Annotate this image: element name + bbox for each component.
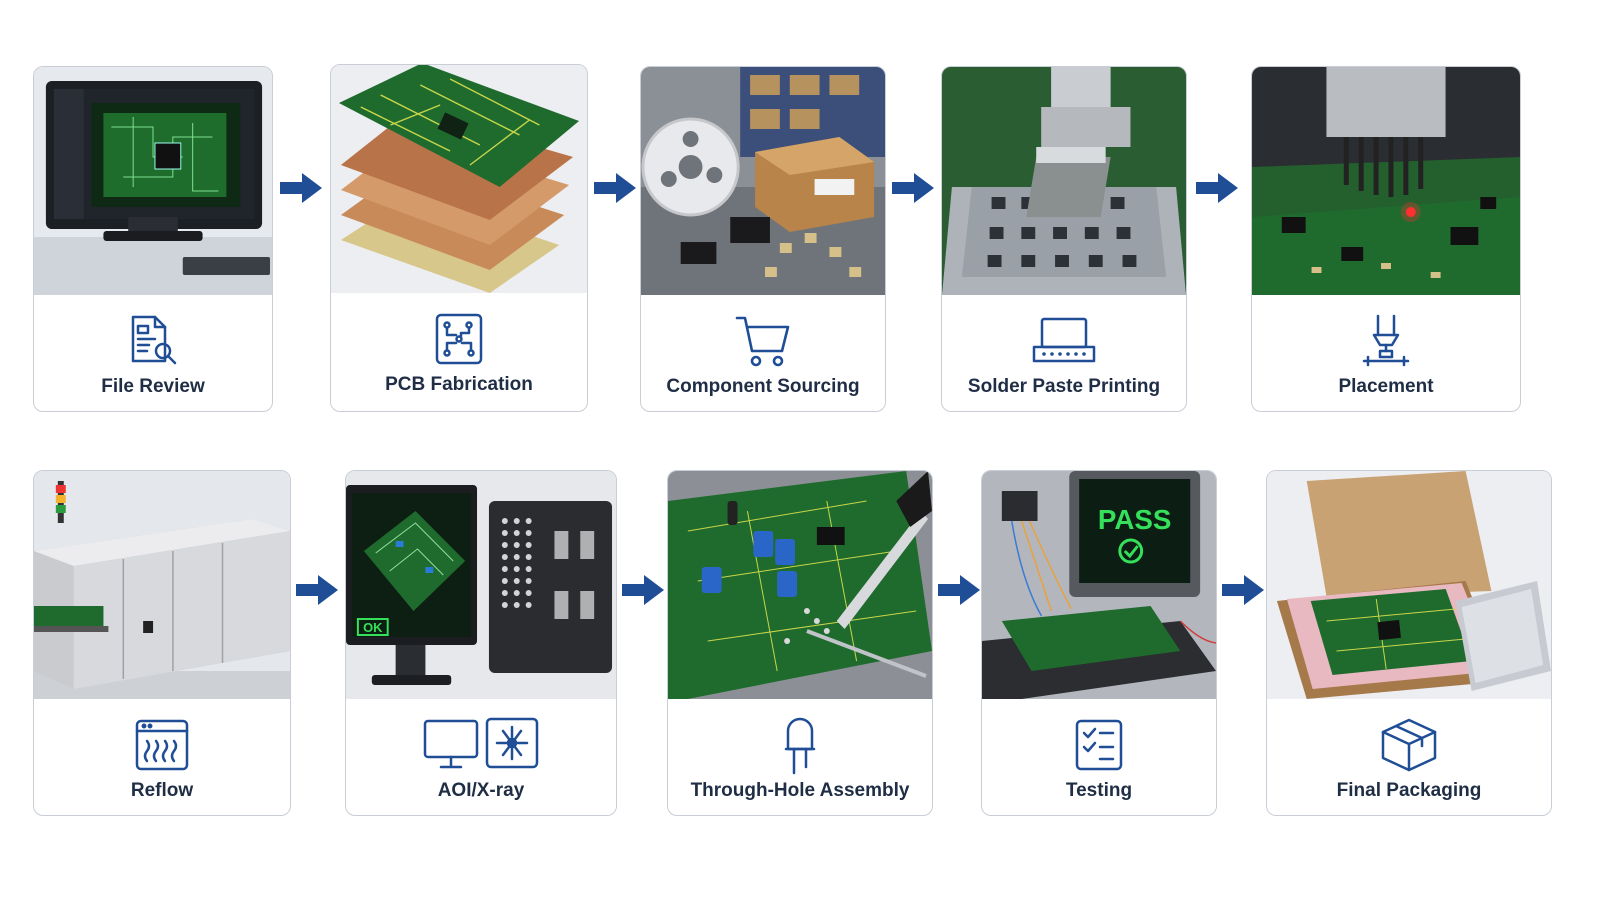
package-box-icon	[1379, 715, 1439, 775]
testing-photo: PASS	[982, 471, 1216, 699]
flow-arrow-icon	[1220, 572, 1266, 608]
file-review-photo	[34, 67, 272, 295]
step-card-pcb-fabrication: PCB Fabrication	[330, 64, 588, 412]
step-card-solder-paste-printing: Solder Paste Printing	[941, 66, 1187, 412]
through-hole-assembly-photo	[668, 471, 932, 699]
step-label: Through-Hole Assembly	[668, 780, 932, 802]
solder-paste-printing-photo	[942, 67, 1186, 295]
reflow-photo	[34, 471, 290, 699]
step-label: AOI/X-ray	[346, 780, 616, 802]
step-card-through-hole-assembly: Through-Hole Assembly	[667, 470, 933, 816]
circuit-board-icon	[431, 309, 487, 369]
component-sourcing-photo	[641, 67, 885, 295]
step-label: Component Sourcing	[641, 376, 885, 398]
aoi-ok-text: OK	[363, 620, 383, 635]
checklist-icon	[1073, 715, 1125, 775]
step-label: Reflow	[34, 780, 290, 802]
flow-arrow-icon	[294, 572, 340, 608]
flow-arrow-icon	[890, 170, 936, 206]
aoi-xray-photo: OK	[346, 471, 616, 699]
step-card-final-packaging: Final Packaging	[1266, 470, 1552, 816]
step-card-testing: PASS Testing	[981, 470, 1217, 816]
monitor-xray-icon	[423, 715, 539, 775]
final-packaging-photo	[1267, 471, 1551, 699]
flow-arrow-icon	[936, 572, 982, 608]
document-search-icon	[125, 311, 181, 371]
step-label: Final Packaging	[1267, 780, 1551, 802]
step-label: File Review	[34, 376, 272, 398]
step-card-file-review: File Review	[33, 66, 273, 412]
step-label: Placement	[1252, 376, 1520, 398]
stencil-printer-icon	[1028, 311, 1100, 371]
placement-photo	[1252, 67, 1520, 295]
pick-and-place-icon	[1358, 311, 1414, 371]
flow-arrow-icon	[620, 572, 666, 608]
shopping-cart-icon	[734, 311, 792, 371]
step-label: Solder Paste Printing	[942, 376, 1186, 398]
oven-icon	[133, 715, 191, 775]
flow-arrow-icon	[1194, 170, 1240, 206]
through-hole-component-icon	[780, 715, 820, 775]
step-label: Testing	[982, 780, 1216, 802]
flow-arrow-icon	[278, 170, 324, 206]
step-card-aoi-xray: OK AOI/X-ray	[345, 470, 617, 816]
step-card-component-sourcing: Component Sourcing	[640, 66, 886, 412]
step-label: PCB Fabrication	[331, 374, 587, 396]
pcb-fabrication-photo	[331, 65, 587, 293]
step-card-placement: Placement	[1251, 66, 1521, 412]
flow-arrow-icon	[592, 170, 638, 206]
step-card-reflow: Reflow	[33, 470, 291, 816]
pass-text: PASS	[1098, 504, 1172, 535]
